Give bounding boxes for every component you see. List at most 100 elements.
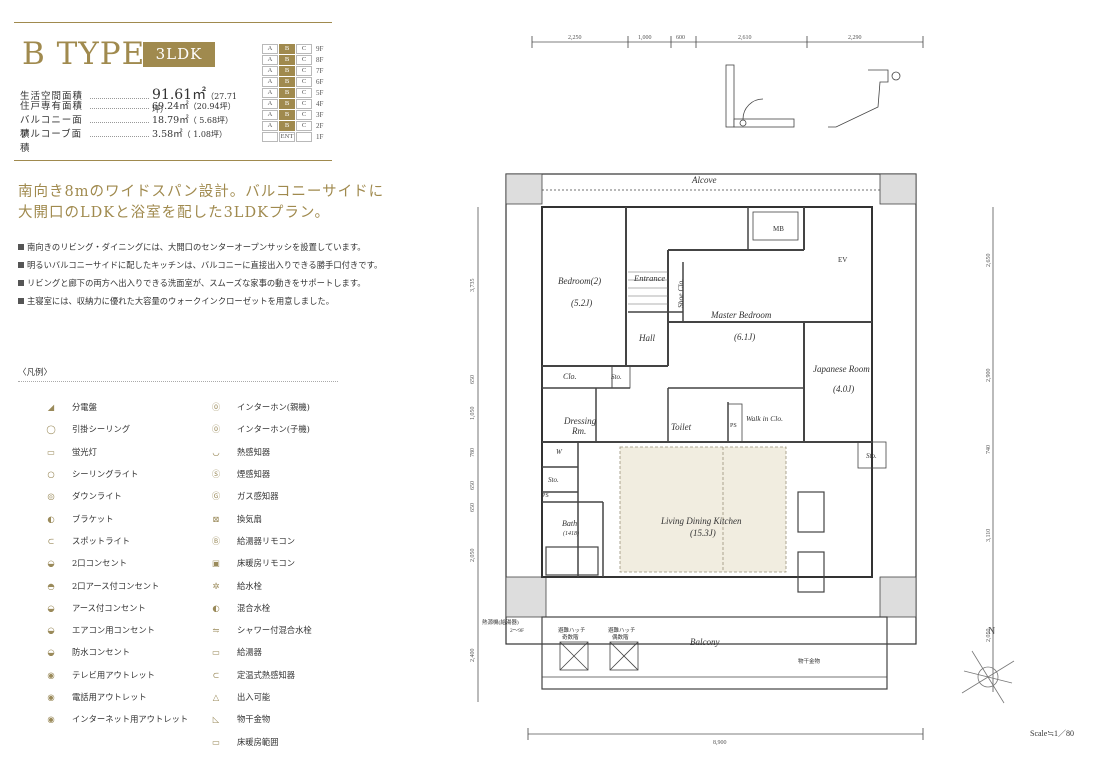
area-label: 生活空間面積	[20, 91, 84, 102]
floor-cell: A	[262, 66, 278, 76]
room-japanese-size: (4.0J)	[833, 384, 854, 394]
legend-symbol-icon: ◐	[212, 602, 220, 613]
legend-symbol-icon: ◒	[47, 558, 55, 569]
legend-label: エアコン用コンセント	[72, 625, 155, 636]
area-row: アルコーブ面積 3.58㎡（ 1.08坪）	[20, 126, 240, 154]
floor-cell: C	[296, 88, 312, 98]
area-value: 69.24㎡（20.94坪）	[152, 101, 236, 112]
legend-item: ◐ 混合水栓	[203, 597, 358, 619]
floor-cell: A	[262, 44, 278, 54]
legend-symbol-icon: ⊂	[47, 535, 55, 546]
legend-label: 給湯器	[237, 647, 262, 658]
room-closet: Clo.	[563, 372, 577, 381]
legend-symbol-icon: ▣	[212, 558, 220, 569]
legend-symbol-icon: ◒	[47, 602, 55, 613]
legend-item: ✲給水栓	[203, 574, 358, 596]
dimension-label: 2,400	[470, 649, 476, 663]
room-bedroom2: Bedroom(2)	[558, 276, 601, 286]
dimension-label: 780	[470, 448, 476, 457]
floor-cell: B	[279, 66, 295, 76]
legend-label: 分電盤	[72, 402, 97, 413]
floor-cell: A	[262, 77, 278, 87]
room-storage-2: Sto.	[548, 476, 559, 484]
legend-label: テレビ用アウトレット	[72, 669, 155, 680]
heat-source-floors: 2〜9F	[510, 628, 524, 634]
heat-source: 熱源機(給湯器)	[482, 618, 519, 626]
feature-item: 明るいバルコニーサイドに配したキッチンは、バルコニーに直接出入りできる勝手口付き…	[18, 256, 382, 274]
legend-item	[38, 730, 203, 752]
room-master-size: (6.1J)	[734, 332, 755, 342]
legend-rule	[18, 381, 338, 382]
dimension-label: 2,650	[986, 254, 992, 268]
room-dressing: Dressing	[563, 416, 597, 426]
floor-cell: C	[296, 110, 312, 120]
floor-cell	[262, 132, 278, 142]
dimension-label: 2,250	[568, 35, 582, 41]
legend-symbol-icon: ⊠	[212, 513, 220, 524]
legend-symbol-icon: ◉	[47, 692, 55, 702]
legend-label: 物干金物	[237, 714, 271, 725]
legend-symbol-icon: ▭	[212, 736, 220, 747]
floor-label: 6F	[316, 78, 324, 86]
room-alcove: Alcove	[691, 175, 716, 185]
area-table: 生活空間面積 91.61㎡（27.71坪） 住戸専有面積 69.24㎡（20.9…	[20, 84, 240, 154]
legend-symbol-icon: ◉	[47, 714, 55, 725]
room-bedroom2-size: (5.2J)	[571, 298, 592, 308]
legend-item: ◎ダウンライト	[38, 485, 203, 507]
hatch-even: 避難ハッチ	[608, 626, 636, 634]
floor-label: 2F	[316, 122, 324, 130]
floor-cell: B	[279, 55, 295, 65]
legend-item: ▭床暖房範囲	[203, 730, 358, 752]
legend-title: 〈凡例〉	[18, 368, 53, 378]
hatch-even-floor: 偶数階	[612, 633, 629, 641]
room-mb: MB	[773, 225, 784, 233]
scale-label: Scale≒1／80	[1030, 729, 1075, 738]
floor-cell: B	[279, 99, 295, 109]
room-ps-1: PS	[730, 423, 737, 429]
legend-symbol-icon: ◡	[212, 446, 220, 457]
legend-item: ▭蛍光灯	[38, 441, 203, 463]
legend-symbol-icon: ⓪	[211, 402, 221, 413]
room-storage-3: Sto.	[866, 452, 877, 460]
legend-symbol-icon: ▭	[47, 446, 55, 457]
laundry-hanger: 物干金物	[798, 657, 821, 665]
dimension-label: 2,290	[848, 35, 862, 41]
area-value: 3.58㎡（ 1.08坪）	[152, 129, 228, 140]
legend-symbol-icon: Ⓑ	[211, 535, 221, 546]
dimension-label: 2,610	[738, 35, 752, 41]
floor-cell: C	[296, 55, 312, 65]
room-walkin: Walk in Clo.	[746, 414, 783, 423]
floor-label: 4F	[316, 100, 324, 108]
legend-item: ⓪ インターホン(子機)	[203, 418, 358, 440]
legend-label: スポットライト	[72, 535, 131, 546]
legend-item: ⊠換気扇	[203, 507, 358, 529]
floor-label: 3F	[316, 111, 324, 119]
floor-label: 5F	[316, 89, 324, 97]
legend-label: インターネット用アウトレット	[72, 714, 189, 725]
headline-line: 大開口のLDKと浴室を配した3LDKプラン。	[18, 205, 331, 221]
legend-label: 混合水栓	[237, 602, 271, 613]
top-rule	[14, 22, 332, 23]
legend-item: ▭給湯器	[203, 641, 358, 663]
room-bath-size: (1418)	[563, 530, 579, 537]
legend-symbol-icon: ⓪	[211, 424, 221, 435]
floor-cell: B	[279, 88, 295, 98]
room-hall: Hall	[638, 333, 656, 343]
legend-item: ◡熱感知器	[203, 441, 358, 463]
dimension-label: 3,110	[986, 529, 992, 542]
legend-symbol-icon: ◯	[46, 424, 56, 435]
layout-badge: 3LDK	[143, 42, 215, 67]
room-ldk-size: (15.3J)	[690, 528, 716, 538]
legend-label: 引掛シーリング	[72, 424, 131, 435]
room-ldk: Living Dining Kitchen	[660, 516, 742, 526]
legend-label: インターホン(子機)	[237, 424, 310, 435]
section-rule	[14, 160, 332, 161]
legend-item: ◒エアコン用コンセント	[38, 619, 203, 641]
legend-item: ◓2口アース付コンセント	[38, 574, 203, 596]
room-storage-1: Sto.	[611, 373, 622, 381]
